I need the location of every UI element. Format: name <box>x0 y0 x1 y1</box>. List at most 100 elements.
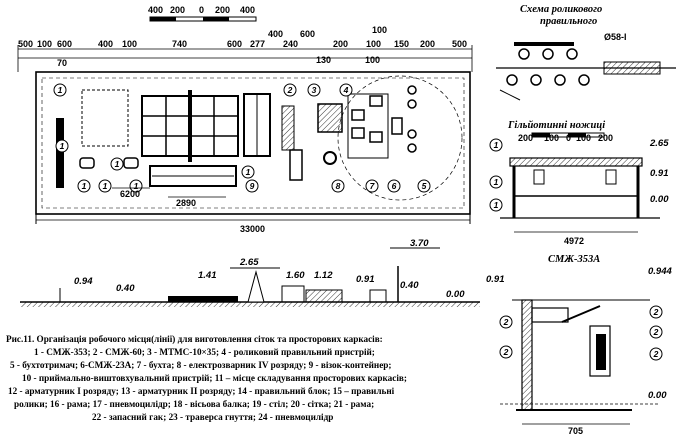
scale-label: 400 <box>148 5 163 15</box>
svg-text:100: 100 <box>37 39 52 49</box>
svg-text:1: 1 <box>494 200 499 210</box>
svg-text:2: 2 <box>503 347 509 357</box>
svg-text:100: 100 <box>365 55 380 65</box>
svg-text:1.12: 1.12 <box>314 270 333 281</box>
scale-bar-top: 400 200 0 200 400 <box>148 5 257 22</box>
svg-text:600: 600 <box>300 29 315 39</box>
scale-label: 400 <box>240 5 255 15</box>
straightening-block <box>347 93 389 159</box>
svg-text:130: 130 <box>316 55 331 65</box>
svg-text:600: 600 <box>57 39 72 49</box>
scale-label: 0 <box>199 5 204 15</box>
svg-text:0.00: 0.00 <box>650 194 669 205</box>
scale-label: 200 <box>215 5 230 15</box>
svg-text:4: 4 <box>343 85 349 95</box>
svg-text:Схема роликового: Схема роликового <box>520 4 602 15</box>
svg-text:ролики; 16 - рама; 17 - пневмо: ролики; 16 - рама; 17 - пневмоцилідр; 18… <box>14 399 374 409</box>
svg-text:3.70: 3.70 <box>410 238 429 249</box>
roller-scheme: Схема роликового правильного Ø58-I <box>496 4 676 101</box>
svg-text:1: 1 <box>494 140 499 150</box>
svg-text:100: 100 <box>372 25 387 35</box>
svg-text:2: 2 <box>503 317 509 327</box>
scale-label: 200 <box>170 5 185 15</box>
svg-text:6200: 6200 <box>120 189 140 199</box>
svg-text:1: 1 <box>246 167 251 177</box>
svg-text:400: 400 <box>268 29 283 39</box>
svg-text:100: 100 <box>576 133 591 143</box>
svg-text:200: 200 <box>598 133 613 143</box>
guillotine-shears: Гільйотинні ножиці 200 100 0 100 200 2.6… <box>489 120 669 246</box>
svg-text:2: 2 <box>287 85 293 95</box>
svg-text:Гільйотинні ножиці: Гільйотинні ножиці <box>507 120 605 131</box>
svg-text:0.91: 0.91 <box>486 274 505 285</box>
smzh-353a-view: СМЖ-353А 0.91 0.944 0.00 705 2 2 2 2 2 <box>486 254 672 436</box>
svg-text:2: 2 <box>653 349 659 359</box>
svg-text:6: 6 <box>392 181 397 191</box>
svg-text:2890: 2890 <box>176 198 196 208</box>
svg-text:правильного: правильного <box>540 16 597 27</box>
svg-text:0.944: 0.944 <box>648 266 672 277</box>
svg-text:1: 1 <box>60 141 65 151</box>
svg-text:1: 1 <box>58 85 63 95</box>
svg-text:1: 1 <box>103 181 108 191</box>
svg-text:22 - запасний гак; 23 - травер: 22 - запасний гак; 23 - траверса гнуття;… <box>92 412 333 422</box>
svg-text:100: 100 <box>122 39 137 49</box>
svg-text:240: 240 <box>283 39 298 49</box>
svg-text:0.94: 0.94 <box>74 276 93 287</box>
elevation-section: 3.70 2.65 1.41 1.60 1.12 0.94 0.40 0.91 … <box>20 238 480 307</box>
svg-text:0.40: 0.40 <box>116 283 135 294</box>
dimension-chain-top <box>17 45 473 72</box>
svg-text:1: 1 <box>115 159 120 169</box>
svg-text:СМЖ-353А: СМЖ-353А <box>548 254 600 265</box>
svg-text:0.00: 0.00 <box>648 390 667 401</box>
svg-text:1: 1 <box>494 177 499 187</box>
dimension-labels-row1: 500 100 600 400 100 740 600 277 240 200 … <box>18 39 467 49</box>
svg-text:Ø58-I: Ø58-I <box>604 32 627 42</box>
svg-text:0.91: 0.91 <box>356 274 375 285</box>
plan-bottom-dimensions: 6200 2890 33000 <box>35 187 471 234</box>
svg-text:740: 740 <box>172 39 187 49</box>
coil-icon <box>123 157 139 169</box>
roller-straightener <box>317 103 343 133</box>
svg-text:2: 2 <box>653 327 659 337</box>
svg-text:10 - приймально-виштовхувальни: 10 - приймально-виштовхувальний пристрій… <box>22 373 407 383</box>
svg-text:1: 1 <box>134 181 139 191</box>
svg-text:1 - СМЖ-353; 2 - СМЖ-60; 3 - М: 1 - СМЖ-353; 2 - СМЖ-60; 3 - МТМС-10×35;… <box>34 347 375 357</box>
mesh-frame <box>141 90 239 162</box>
svg-text:12 - арматурник І розряду; 13: 12 - арматурник І розряду; 13 - арматурн… <box>8 386 395 396</box>
svg-text:200: 200 <box>518 133 533 143</box>
svg-text:5: 5 <box>422 181 427 191</box>
operator-icon <box>323 151 337 165</box>
svg-text:500: 500 <box>18 39 33 49</box>
svg-text:200: 200 <box>333 39 348 49</box>
svg-text:100: 100 <box>366 39 381 49</box>
plan-view <box>35 71 471 215</box>
coil-icon <box>79 157 95 169</box>
svg-text:3: 3 <box>312 85 317 95</box>
plan-callout-labels: 1 1 1 1 1 1 2 3 4 5 6 7 8 9 1 <box>58 85 427 191</box>
svg-text:0: 0 <box>566 133 571 143</box>
svg-text:1.41: 1.41 <box>198 270 217 281</box>
svg-text:Рис.11. Організація робочого м: Рис.11. Організація робочого місця(лінії… <box>6 334 383 344</box>
svg-text:0.00: 0.00 <box>446 289 465 300</box>
svg-text:100: 100 <box>544 133 559 143</box>
svg-text:2.65: 2.65 <box>649 138 669 149</box>
svg-text:7: 7 <box>370 181 376 191</box>
svg-text:2: 2 <box>653 307 659 317</box>
dimension-labels-row2: 400 600 130 100 100 70 <box>57 25 387 68</box>
svg-text:200: 200 <box>420 39 435 49</box>
svg-text:500: 500 <box>452 39 467 49</box>
svg-text:5 - бухтотримач; 6-СМЖ-23А; 7: 5 - бухтотримач; 6-СМЖ-23А; 7 - бухта; 8… <box>10 360 391 370</box>
svg-text:705: 705 <box>568 426 583 436</box>
svg-text:33000: 33000 <box>240 224 265 234</box>
svg-text:8: 8 <box>336 181 341 191</box>
svg-text:400: 400 <box>98 39 113 49</box>
coil-zone <box>337 75 463 201</box>
cart-container <box>149 165 237 187</box>
smzh-353-machine <box>56 118 64 188</box>
svg-text:0.40: 0.40 <box>400 280 419 291</box>
mtms-machine <box>281 105 295 151</box>
svg-text:2.65: 2.65 <box>239 257 259 268</box>
svg-text:70: 70 <box>57 58 67 68</box>
